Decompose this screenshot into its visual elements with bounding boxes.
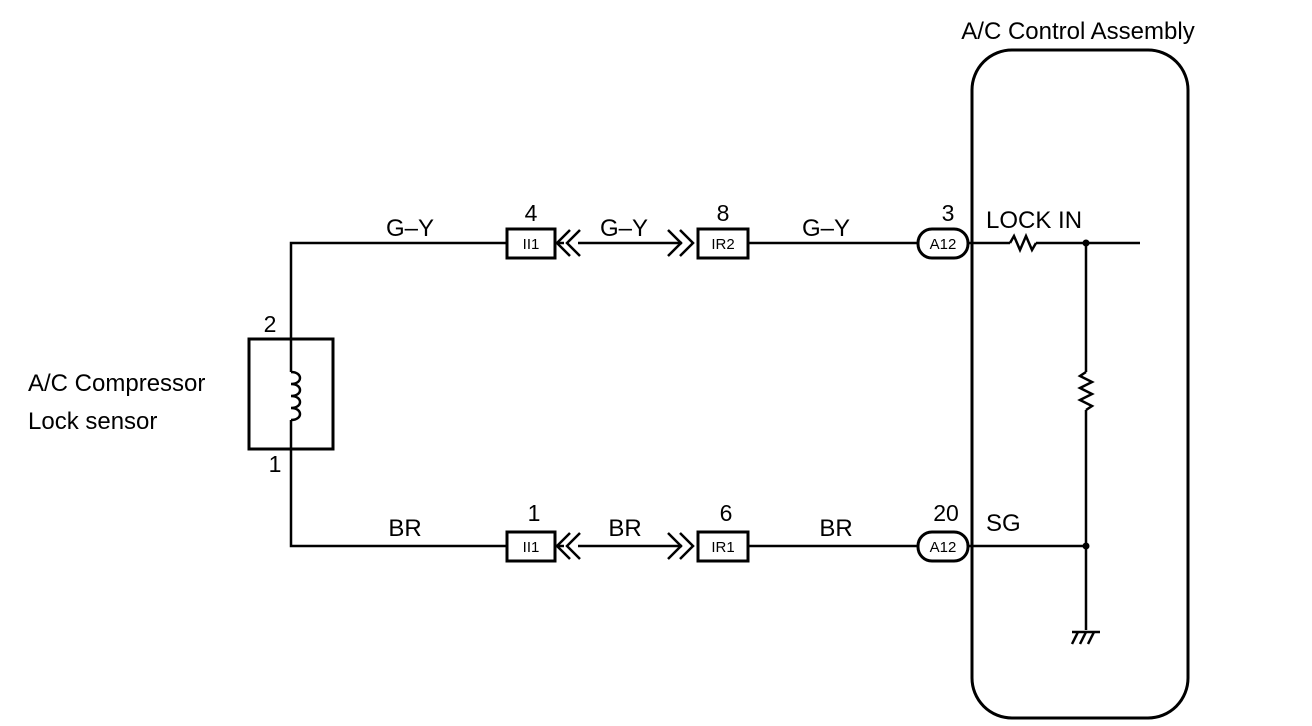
assembly-title: A/C Control Assembly	[961, 18, 1194, 45]
bottom-connector-arrows-icon	[555, 532, 695, 560]
bottom-wire	[289, 449, 1086, 548]
sensor-coil-icon	[289, 339, 302, 449]
bottom-wire-color-right: BR	[819, 515, 852, 542]
sensor-label-line2: Lock sensor	[28, 408, 157, 435]
bottom-junction-ir1-pin: 6	[720, 500, 733, 526]
top-ecu-connector-code: A12	[930, 236, 957, 253]
top-junction-ii1	[505, 227, 557, 260]
bottom-junction-dot	[1082, 542, 1090, 550]
top-junction-ii1-code: II1	[523, 236, 540, 253]
bottom-ecu-connector-code: A12	[930, 539, 957, 556]
sg-terminal-label: SG	[986, 510, 1021, 537]
bottom-junction-ii1	[505, 530, 557, 563]
bottom-junction-ir1-code: IR1	[711, 539, 734, 556]
ground-icon	[1070, 630, 1100, 645]
sensor-pin-2: 2	[264, 311, 277, 337]
top-connector-arrows-icon	[555, 229, 695, 257]
sensor-pin-1: 1	[269, 451, 282, 477]
bottom-ecu-pin: 20	[933, 500, 959, 526]
sensor-label-line1: A/C Compressor	[28, 370, 205, 397]
top-junction-ir2-pin: 8	[717, 200, 730, 226]
top-ecu-pin: 3	[942, 200, 955, 226]
lock-in-terminal-label: LOCK IN	[986, 207, 1082, 234]
top-ecu-connector-a12	[916, 227, 970, 260]
top-junction-dot	[1082, 239, 1090, 247]
top-wire-color-left: G–Y	[386, 215, 434, 242]
top-wire-color-mid: G–Y	[600, 215, 648, 242]
top-junction-ii1-pin: 4	[525, 200, 538, 226]
control-assembly-box	[970, 48, 1190, 720]
bottom-junction-ii1-code: II1	[523, 539, 540, 556]
bottom-junction-ii1-pin: 1	[528, 500, 541, 526]
bottom-ecu-connector-a12	[916, 530, 970, 563]
top-junction-ir2	[696, 227, 750, 260]
bottom-junction-ir1	[696, 530, 750, 563]
internal-pullup-resistor	[1077, 243, 1095, 630]
top-junction-ir2-code: IR2	[711, 236, 734, 253]
top-wire-color-right: G–Y	[802, 215, 850, 242]
bottom-wire-color-mid: BR	[608, 515, 641, 542]
bottom-wire-color-left: BR	[388, 515, 421, 542]
